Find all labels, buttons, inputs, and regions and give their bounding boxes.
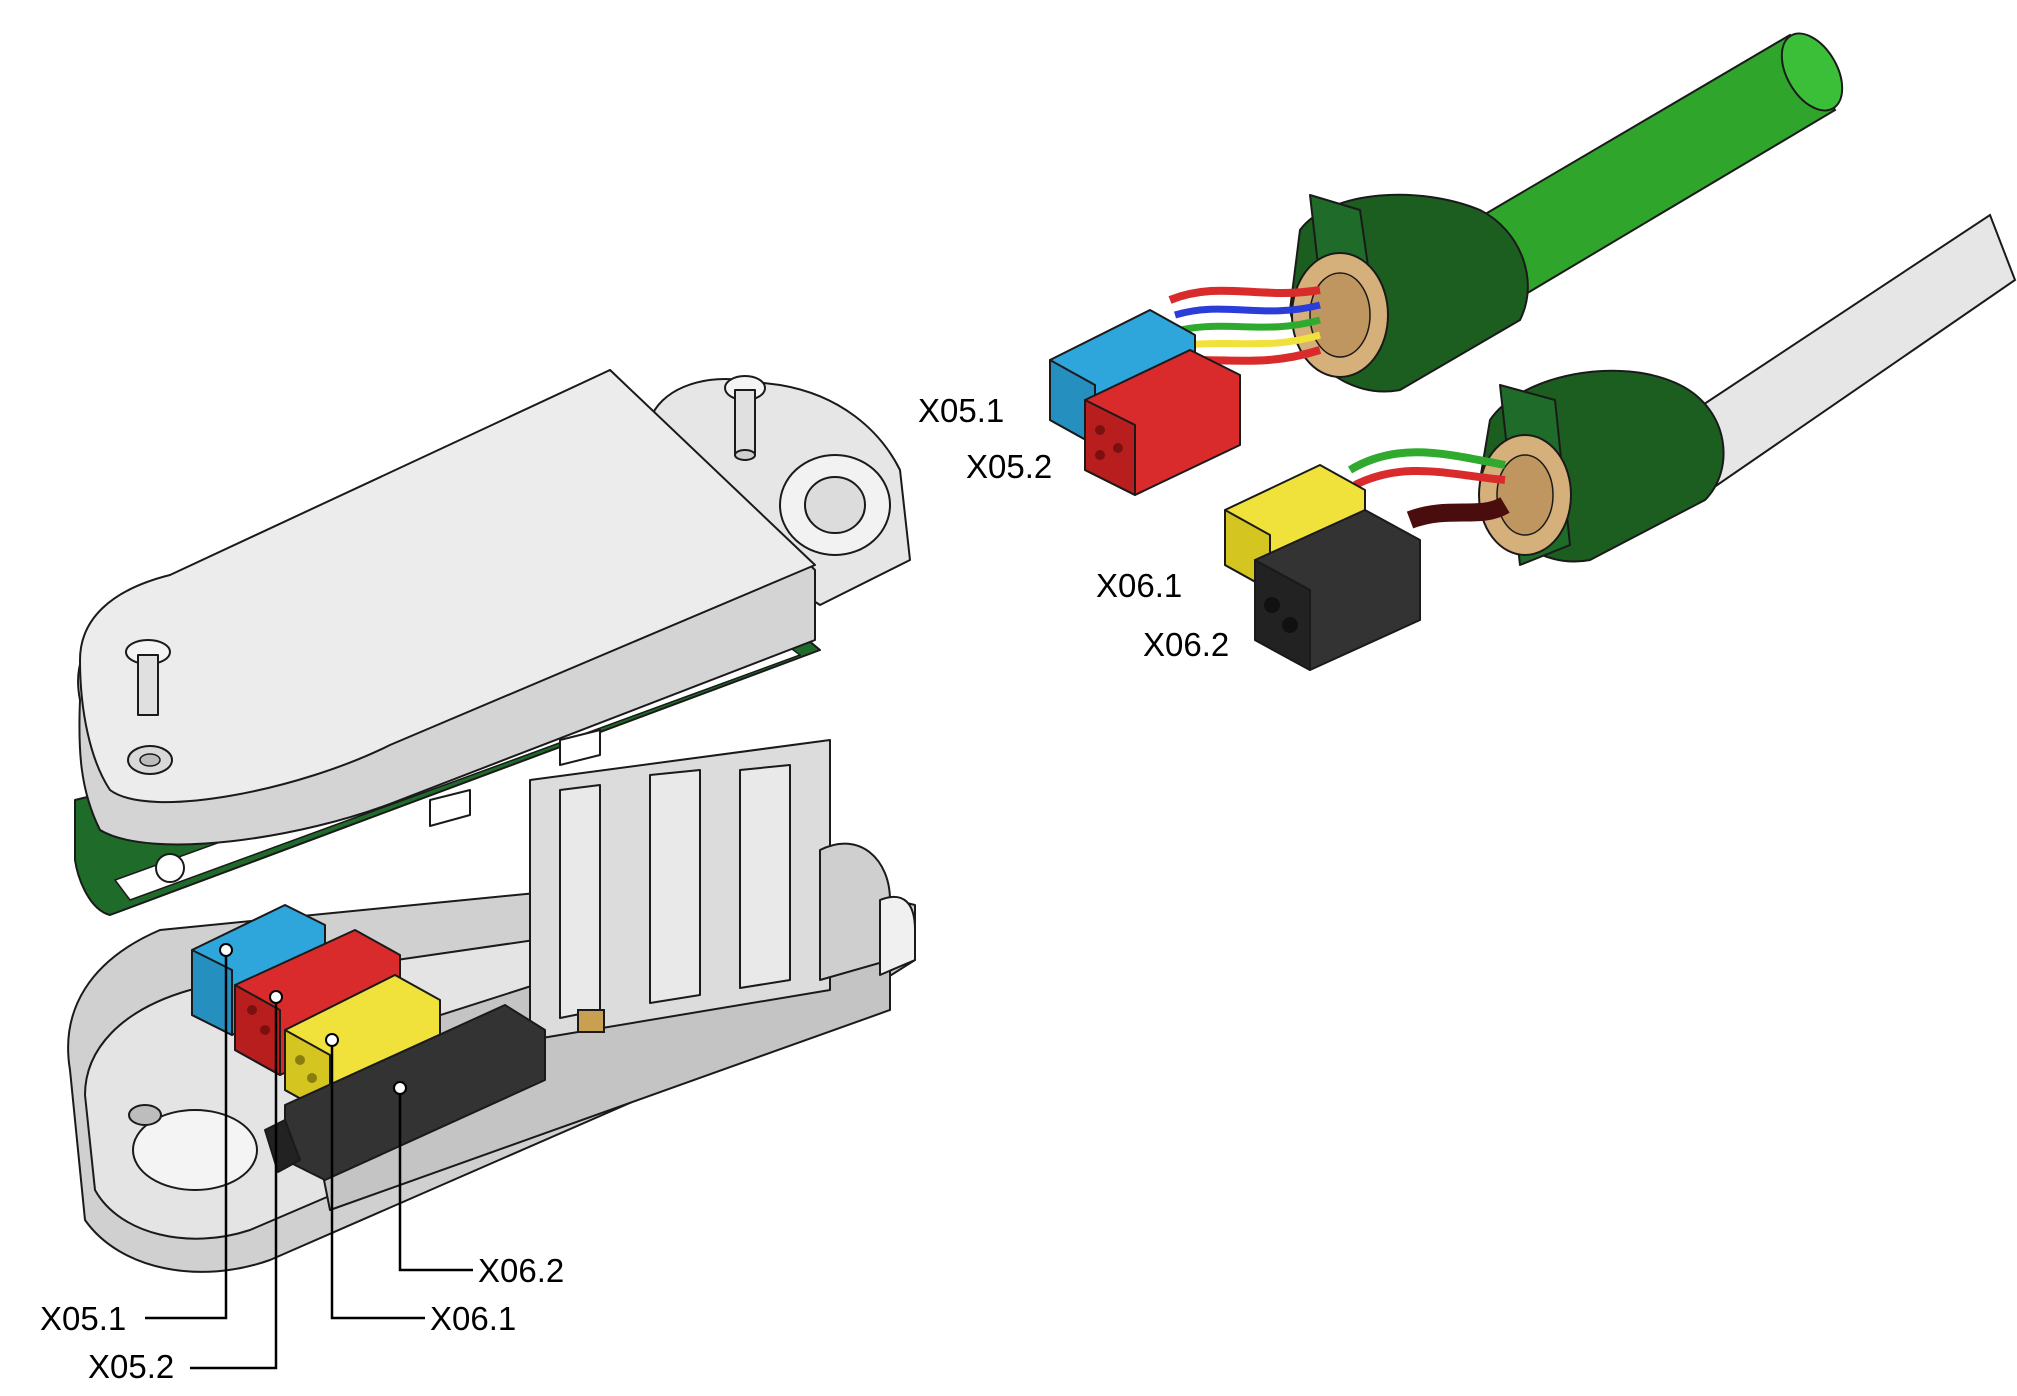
- connector-x06-2-cable: [1254, 509, 1421, 671]
- cable-label-x06-2: X06.2: [1143, 626, 1229, 663]
- housing-top-cover: [77, 369, 911, 846]
- housing-assembly: [67, 369, 916, 1273]
- callout-lines: [145, 943, 473, 1370]
- cable-assembly-upper: [1049, 32, 1844, 496]
- connector-x05-2-cable: [1084, 349, 1241, 496]
- cable-assembly-lower: [1224, 213, 2017, 671]
- cable-label-x05-1: X05.1: [918, 392, 1004, 429]
- cable-labels: X05.1 X05.2 X06.1 X06.2: [918, 392, 1229, 663]
- connector-x06-2-housing: [264, 1004, 546, 1181]
- cable-label-x06-1: X06.1: [1096, 567, 1182, 604]
- callout-label-x06-1: X06.1: [430, 1300, 516, 1337]
- callout-label-x05-2: X05.2: [88, 1348, 174, 1385]
- cable-label-x05-2: X05.2: [966, 448, 1052, 485]
- callout-label-x06-2: X06.2: [478, 1252, 564, 1289]
- housing-callout-labels: X05.1 X05.2 X06.1 X06.2: [40, 1252, 564, 1385]
- callout-label-x05-1: X05.1: [40, 1300, 126, 1337]
